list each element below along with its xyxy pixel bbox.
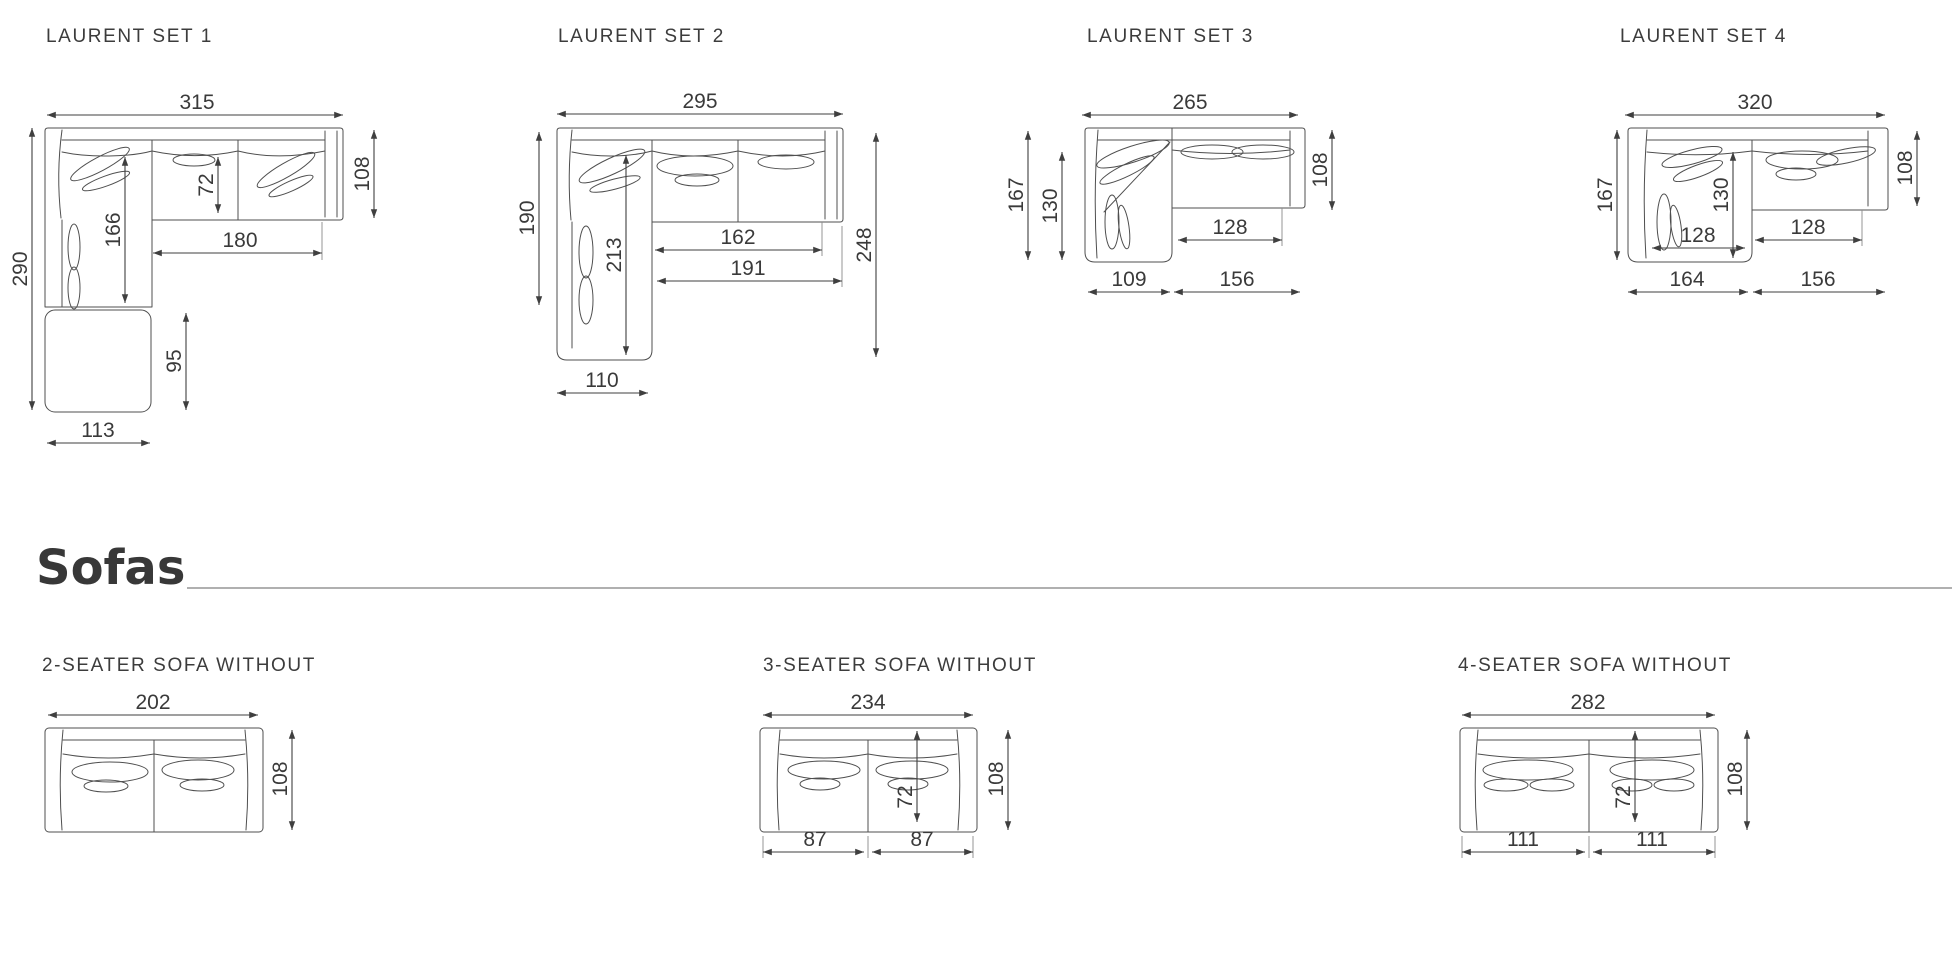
sofa-3-seater-drawing: 234 72 87 87 108 [759,691,1012,858]
set4-dim-total-width: 320 [1737,91,1772,114]
laurent-set-3-title: LAURENT SET 3 [1087,26,1254,47]
set3-dim-left-depth: 167 [1005,177,1028,212]
laurent-set-1-drawing: 315 290 108 72 166 180 95 113 [9,91,378,447]
set4-dim-chaise-width: 164 [1669,268,1704,291]
set3-dim-body-depth: 108 [1309,152,1332,187]
set1-dim-total-width: 315 [179,91,214,114]
set4-dim-body-width: 156 [1800,268,1835,291]
set4-dim-inner-width: 128 [1790,216,1825,239]
seater4-dim-total-depth: 108 [1724,761,1747,796]
laurent-set-3-drawing: 265 167 130 108 128 109 156 [1005,91,1336,296]
seater4-dim-seat-depth: 72 [1612,785,1635,808]
set4-dim-chaise-length: 130 [1710,177,1733,212]
sofa-4-seater-title: 4-SEATER SOFA WITHOUT [1458,655,1732,676]
sofa-4-seater-drawing: 282 72 111 111 108 [1459,691,1751,858]
seater3-dimensions: 234 72 87 87 108 [762,691,1012,858]
seater3-dim-left-seat: 87 [803,828,826,851]
set4-dim-body-depth: 108 [1894,150,1917,185]
set2-pillows [578,148,815,325]
seater3-dim-total-width: 234 [850,691,885,714]
set2-dim-chaise-width: 110 [585,369,618,392]
seater2-pillows [71,759,235,793]
seater2-dimensions: 202 108 [48,691,296,830]
set4-dim-left-depth: 167 [1594,177,1617,212]
set2-dimensions: 295 190 248 213 162 191 110 [516,90,880,397]
seater3-pillows [787,760,949,791]
set3-dim-total-width: 265 [1172,91,1207,114]
set2-dim-total-width: 295 [682,90,717,113]
laurent-set-1-title: LAURENT SET 1 [46,26,213,47]
sofa-3-seater-title: 3-SEATER SOFA WITHOUT [763,655,1037,676]
seater3-dim-seat-depth: 72 [894,785,917,808]
set1-pillows [67,146,316,310]
set1-dim-chaise-length: 166 [102,212,125,247]
laurent-set-2-title: LAURENT SET 2 [558,26,725,47]
seater3-dim-right-seat: 87 [910,828,933,851]
set3-dim-body-width: 156 [1219,268,1254,291]
seater4-dimensions: 282 72 111 111 108 [1461,691,1751,858]
sofa-2-seater-title: 2-SEATER SOFA WITHOUT [42,655,316,676]
set2-dim-total-depth: 248 [853,227,876,262]
section-heading-sofas: Sofas [36,540,186,596]
seater4-dim-left-seat: 111 [1507,828,1539,851]
seater3-dim-total-depth: 108 [985,761,1008,796]
set1-dim-total-depth: 290 [9,251,32,286]
set2-dim-inner-width-full: 191 [730,257,765,280]
set3-pillows [1096,139,1295,250]
laurent-set-4-drawing: 320 167 130 108 128 128 164 156 [1594,91,1921,296]
seater4-dim-total-width: 282 [1570,691,1605,714]
laurent-set-4-title: LAURENT SET 4 [1620,26,1787,47]
set1-dim-seat-depth: 72 [195,173,218,196]
set4-dimensions: 320 167 130 108 128 128 164 156 [1594,91,1921,296]
set1-dimensions: 315 290 108 72 166 180 95 113 [9,91,378,447]
set2-dim-inner-width: 162 [720,226,755,249]
sofa-2-seater-drawing: 202 108 [44,691,296,833]
set4-dim-chaise-inner-width: 128 [1680,224,1715,247]
set3-dim-chaise-length: 130 [1039,188,1062,223]
seater2-dim-total-width: 202 [135,691,170,714]
set3-dim-chaise-width: 109 [1111,268,1146,291]
set3-dim-inner-width: 128 [1212,216,1247,239]
laurent-set-2-drawing: 295 190 248 213 162 191 110 [516,90,880,397]
set1-dim-ottoman-width: 113 [81,419,114,442]
set2-dim-chaise-length: 213 [603,237,626,272]
set2-dim-left-depth: 190 [516,200,539,235]
set1-dim-inner-width: 180 [222,229,257,252]
seater2-dim-total-depth: 108 [269,761,292,796]
set1-dim-ottoman-depth: 95 [163,349,186,372]
set3-dimensions: 265 167 130 108 128 109 156 [1005,91,1336,296]
set1-dim-body-depth: 108 [351,156,374,191]
seater4-dim-right-seat: 111 [1636,828,1668,851]
heading-divider-line [187,587,1952,589]
